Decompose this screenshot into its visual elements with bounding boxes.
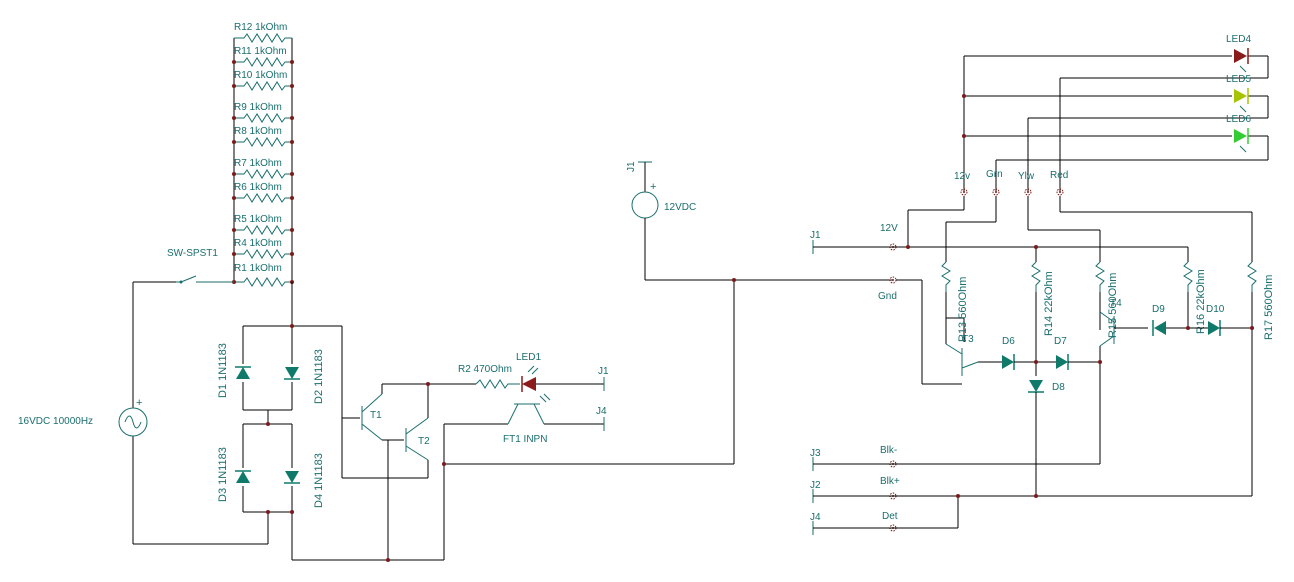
- led6: [1234, 128, 1249, 153]
- resistor-r9: [234, 113, 292, 123]
- resistor-r1: [234, 277, 292, 287]
- resistor-r12: [234, 33, 292, 43]
- label-r15: R15 560Ohm: [1107, 273, 1119, 338]
- phototransistor-ft1: [507, 393, 551, 425]
- diode-d2: [283, 366, 301, 380]
- label-j1-top: J1: [626, 161, 637, 172]
- label-d2: D2 1N1183: [313, 349, 325, 404]
- label-led1: LED1: [516, 352, 541, 363]
- label-12v-pin: 12v: [954, 171, 970, 182]
- label-j1-left: J1: [598, 366, 609, 377]
- label-d7: D7: [1054, 336, 1067, 347]
- indicator-leds: LED4 LED5 LED6: [962, 34, 1269, 192]
- label-d9: D9: [1152, 304, 1165, 315]
- label-d8: D8: [1052, 382, 1065, 393]
- label-t1: T1: [370, 410, 382, 421]
- label-t2: T2: [418, 436, 430, 447]
- label-blk-minus: Blk-: [880, 445, 897, 456]
- label-r11: R11 1kOhm: [234, 46, 287, 57]
- detector-circuit: J1 R13 560Ohm R14 22kOhm R15 560Ohm R16 …: [810, 196, 1275, 535]
- label-grn: Grn: [986, 169, 1003, 180]
- resistor-r11: [234, 57, 292, 67]
- label-j4-right: J4: [810, 512, 821, 523]
- resistor-r15: [1095, 261, 1105, 292]
- resistor-r16: [1183, 261, 1193, 292]
- diode-d1: [234, 366, 252, 380]
- label-12v: 12V: [880, 223, 898, 234]
- label-det: Det: [882, 511, 898, 522]
- diode-d4: [283, 470, 301, 484]
- label-d1: D1 1N1183: [217, 343, 229, 398]
- ac-source: +: [118, 397, 148, 437]
- label-led6: LED6: [1226, 114, 1251, 125]
- label-d6: D6: [1002, 336, 1015, 347]
- led1: [521, 365, 539, 392]
- transistor-t1: [361, 393, 383, 441]
- label-led4: LED4: [1226, 34, 1251, 45]
- connector-pins: 12v Grn Ylw Red 12V Gnd Blk- Blk+ Det: [878, 169, 1068, 532]
- resistor-r10: [234, 81, 292, 91]
- label-r8: R8 1kOhm: [234, 126, 282, 137]
- dc-supply: + J1 12VDC: [442, 161, 893, 466]
- resistor-r7: [234, 169, 292, 179]
- label-r9: R9 1kOhm: [234, 102, 282, 113]
- led5: [1234, 88, 1249, 113]
- led4: [1234, 48, 1249, 73]
- label-d4: D4 1N1183: [313, 453, 325, 508]
- resistor-r2: [475, 379, 520, 389]
- resistor-r5: [234, 225, 292, 235]
- label-r1: R1 1kOhm: [234, 263, 282, 274]
- label-red: Red: [1050, 170, 1068, 181]
- label-j3: J3: [810, 448, 821, 459]
- svg-text:+: +: [650, 181, 656, 193]
- label-r6: R6 1kOhm: [234, 182, 282, 193]
- label-r14: R14 22kOhm: [1043, 271, 1055, 336]
- left-supply: SW-SPST1 + 16VDC 10000Hz: [18, 248, 268, 545]
- label-t3: T3: [962, 334, 974, 345]
- label-j2: J2: [810, 480, 821, 491]
- label-d3: D3 1N1183: [217, 447, 229, 502]
- transistor-t2: [405, 417, 429, 461]
- label-ylw: Ylw: [1018, 171, 1035, 182]
- diode-d8: [1027, 379, 1045, 393]
- resistor-r13: [941, 261, 951, 292]
- diode-d9: [1152, 320, 1166, 336]
- label-blk-plus: Blk+: [880, 476, 900, 487]
- label-d10: D10: [1206, 304, 1225, 315]
- label-r2: R2 470Ohm: [458, 364, 512, 375]
- resistor-r17: [1247, 261, 1257, 292]
- driver-stage: T1 T2 R2 470Ohm LED1 FT1 INPN J1 J4: [292, 326, 609, 562]
- label-r5: R5 1kOhm: [234, 214, 282, 225]
- diode-d6: [1001, 353, 1015, 371]
- label-12vdc: 12VDC: [664, 202, 696, 213]
- resistor-r8: [234, 137, 292, 147]
- label-switch: SW-SPST1: [167, 248, 218, 259]
- label-r12: R12 1kOhm: [234, 22, 287, 33]
- diode-d3: [234, 470, 252, 484]
- resistor-ladder: R12 1kOhm R11 1kOhm R10 1kOhm R9 1kOhm R…: [232, 22, 294, 287]
- label-source: 16VDC 10000Hz: [18, 416, 93, 427]
- transistor-t4: [1099, 311, 1115, 347]
- label-ft1: FT1 INPN: [503, 434, 547, 445]
- label-gnd: Gnd: [878, 291, 897, 302]
- resistor-r6: [234, 193, 292, 203]
- label-j4-left: J4: [596, 406, 607, 417]
- svg-text:+: +: [136, 397, 142, 409]
- label-j1-right: J1: [810, 230, 821, 241]
- resistor-r14: [1031, 261, 1041, 292]
- transistor-t3: [945, 343, 979, 376]
- label-led5: LED5: [1226, 74, 1251, 85]
- bridge-rectifier: D1 1N1183 D2 1N1183 D3 1N1183 D4 1N1183: [217, 282, 342, 560]
- label-r7: R7 1kOhm: [234, 158, 282, 169]
- label-r17: R17 560Ohm: [1263, 275, 1275, 340]
- label-t4: T4: [1110, 298, 1122, 309]
- label-r16: R16 22kOhm: [1195, 269, 1207, 334]
- diode-d10: [1207, 319, 1221, 337]
- diode-d7: [1055, 353, 1069, 371]
- label-r10: R10 1kOhm: [234, 70, 287, 81]
- label-r4: R4 1kOhm: [234, 238, 282, 249]
- resistor-r4: [234, 249, 292, 259]
- label-r13: R13 560Ohm: [957, 277, 969, 342]
